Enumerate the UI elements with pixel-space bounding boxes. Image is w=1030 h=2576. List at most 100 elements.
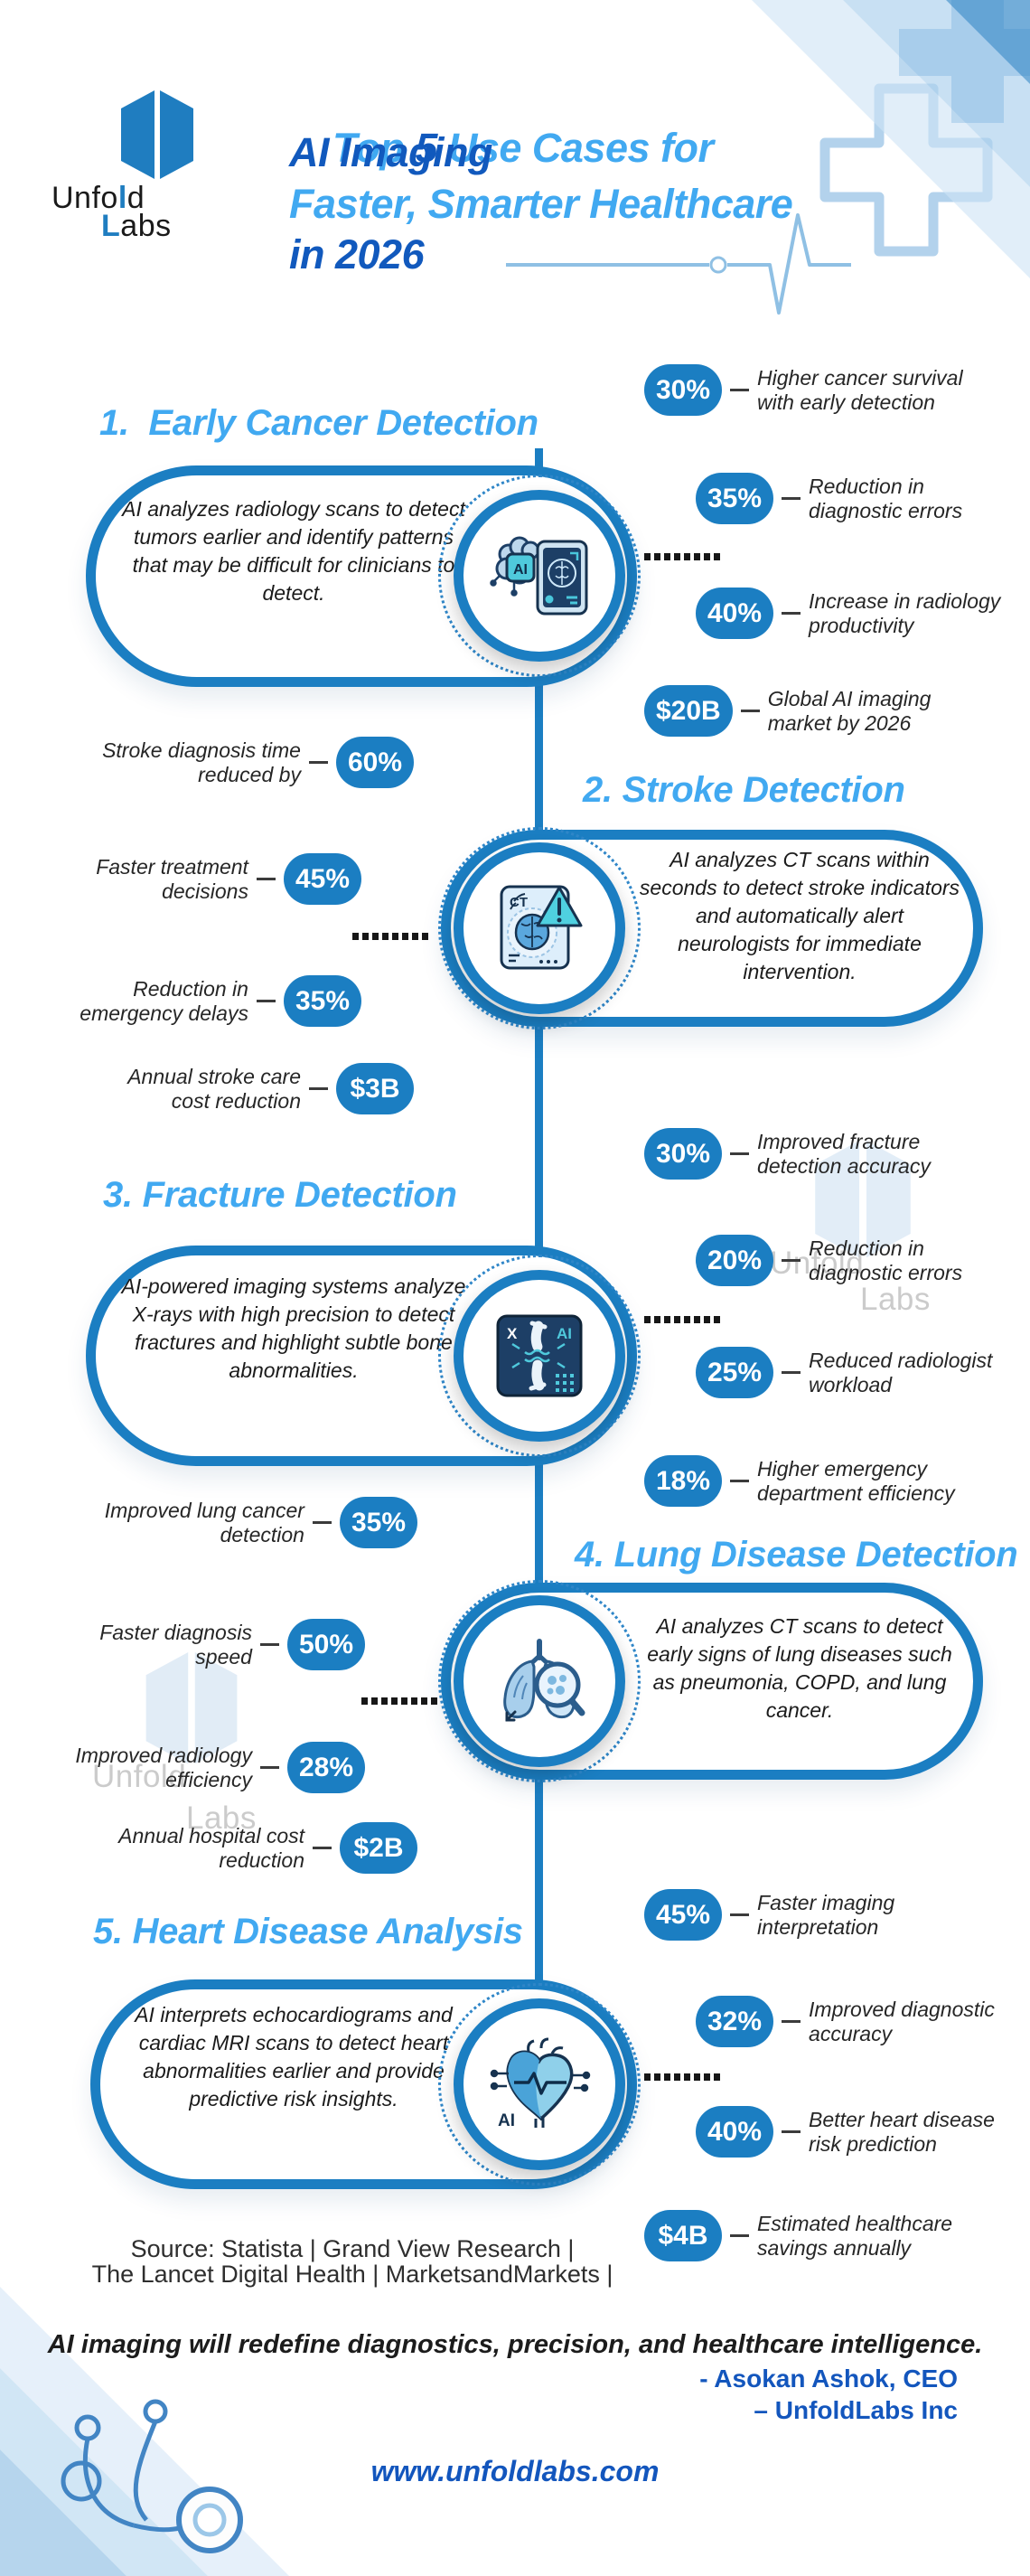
stat-badge: $20B bbox=[644, 685, 733, 737]
ct-scan-alert-icon: CT bbox=[500, 885, 583, 970]
source-citation: Source: Statista | Grand View Research |… bbox=[36, 2236, 669, 2287]
section-description: AI interprets echocardiograms and cardia… bbox=[135, 2003, 453, 2111]
source-line2: The Lancet Digital Health | MarketsandMa… bbox=[91, 2261, 613, 2288]
stat-dash bbox=[782, 497, 801, 500]
stat-badge: 35% bbox=[339, 1497, 417, 1548]
stat-badge: 35% bbox=[696, 473, 774, 524]
ceo-quote: AI imaging will redefine diagnostics, pr… bbox=[47, 2330, 983, 2359]
svg-text:AI: AI bbox=[557, 1325, 572, 1342]
stat-badge: 40% bbox=[696, 2106, 774, 2158]
logo-wordmark-labs: Labs bbox=[101, 209, 172, 244]
stat-dash bbox=[782, 2130, 801, 2133]
section-description: AI analyzes CT scans to detect early sig… bbox=[647, 1614, 952, 1722]
stat-label: Improved radiology efficiency bbox=[75, 1743, 252, 1791]
stat-dash bbox=[740, 710, 760, 712]
stat-badge: $2B bbox=[340, 1822, 417, 1874]
stat-dash bbox=[309, 1087, 328, 1090]
dotted-connector bbox=[644, 2073, 722, 2081]
page-title-line3: Faster, Smarter Healthcare bbox=[289, 181, 793, 227]
logo-bar-l: l bbox=[117, 181, 127, 215]
svg-text:AI: AI bbox=[513, 562, 528, 578]
section-description: AI analyzes radiology scans to detect tu… bbox=[122, 497, 465, 605]
logo-text: abs bbox=[120, 209, 172, 243]
node-circle: AI bbox=[454, 1998, 625, 2170]
stat-label: Faster diagnosis speed bbox=[99, 1620, 252, 1669]
stat-badge: 40% bbox=[696, 588, 774, 639]
stat-label: Reduction in diagnostic errors bbox=[809, 474, 963, 522]
svg-text:CT: CT bbox=[510, 895, 528, 910]
unfoldlabs-logo-icon bbox=[121, 90, 193, 179]
timeline-spine bbox=[535, 1775, 543, 1985]
stat-label: Reduction in emergency delays bbox=[80, 976, 248, 1025]
source-line1: Source: Statista | Grand View Research | bbox=[130, 2235, 575, 2262]
stat-badge: 20% bbox=[696, 1235, 774, 1286]
stat-row: 40% Increase in radiology productivity bbox=[696, 588, 1030, 639]
stat-badge: 35% bbox=[283, 975, 361, 1027]
node-circle: X AI bbox=[454, 1270, 625, 1442]
stat-row: Reduction in emergency delays 35% bbox=[41, 975, 361, 1027]
stat-badge: 45% bbox=[644, 1889, 723, 1941]
ai-brain-tablet-icon: AI bbox=[490, 536, 588, 616]
dotted-connector bbox=[361, 1697, 439, 1705]
stat-dash bbox=[730, 389, 750, 391]
stat-badge: $4B bbox=[644, 2210, 722, 2261]
node-dotted-ring bbox=[438, 475, 641, 677]
stat-badge: 18% bbox=[644, 1455, 723, 1507]
logo-bar-L: L bbox=[101, 209, 121, 243]
stat-row: Annual hospital cost reduction $2B bbox=[83, 1822, 417, 1874]
stat-dash bbox=[730, 1480, 750, 1482]
timeline-spine bbox=[535, 658, 543, 837]
stat-badge: $3B bbox=[336, 1063, 414, 1114]
stat-row: Faster treatment decisions 45% bbox=[68, 853, 361, 905]
node-dotted-ring bbox=[438, 1983, 641, 2186]
title-segment: Use Cases for bbox=[436, 125, 714, 171]
stat-row: $20B Global AI imaging market by 2026 bbox=[644, 685, 967, 737]
section-description: AI-powered imaging systems analyze X-ray… bbox=[121, 1274, 466, 1382]
stat-dash bbox=[259, 1766, 279, 1769]
dotted-connector bbox=[644, 1316, 722, 1323]
stat-row: 30% Improved fracture detection accuracy bbox=[644, 1128, 960, 1180]
stat-label: Annual hospital cost reduction bbox=[118, 1823, 304, 1872]
stat-dash bbox=[730, 1152, 750, 1155]
stat-label: Improved fracture detection accuracy bbox=[757, 1129, 931, 1178]
timeline-spine bbox=[535, 1439, 543, 1589]
node-dotted-ring bbox=[438, 1580, 641, 1782]
stat-dash bbox=[259, 1643, 279, 1646]
stat-label: Reduced radiologist workload bbox=[809, 1348, 993, 1396]
section-heading-heart-disease-analysis: 5. Heart Disease Analysis bbox=[93, 1912, 523, 1951]
stat-label: Global AI imaging market by 2026 bbox=[767, 686, 932, 735]
section-description: AI analyzes CT scans within seconds to d… bbox=[639, 848, 960, 983]
logo-text: Unfo bbox=[52, 181, 118, 215]
attribution-ceo: - Asokan Ashok, CEO bbox=[699, 2364, 958, 2393]
website-link[interactable]: www.unfoldlabs.com bbox=[370, 2455, 660, 2487]
stethoscope-stripes-decoration bbox=[0, 2287, 289, 2576]
stat-row: 40% Better heart disease risk prediction bbox=[696, 2106, 1021, 2158]
stat-label: Better heart disease risk prediction bbox=[809, 2107, 995, 2156]
dotted-connector bbox=[352, 933, 430, 940]
stat-label: Faster treatment decisions bbox=[96, 854, 248, 903]
stat-label: Reduction in diagnostic errors bbox=[809, 1236, 963, 1284]
section-heading-stroke-detection: 2. Stroke Detection bbox=[583, 770, 905, 810]
section-heading-early-cancer-detection: 1. Early Cancer Detection bbox=[99, 403, 538, 443]
attribution-company: – UnfoldLabs Inc bbox=[754, 2396, 958, 2424]
stat-row: 32% Improved diagnostic accuracy bbox=[696, 1996, 1025, 2047]
stat-label: Estimated healthcare savings annually bbox=[757, 2211, 953, 2260]
stat-row: 30% Higher cancer survival with early de… bbox=[644, 364, 988, 416]
stat-badge: 32% bbox=[696, 1996, 774, 2047]
svg-text:AI: AI bbox=[498, 2111, 515, 2130]
stat-row: Improved radiology efficiency 28% bbox=[40, 1742, 365, 1793]
stat-badge: 60% bbox=[335, 737, 414, 788]
title-segment: 5 bbox=[415, 125, 437, 171]
stat-badge: 45% bbox=[283, 853, 361, 905]
watermark-text: Labs bbox=[860, 1282, 931, 1317]
stat-label: Higher emergency department efficiency bbox=[757, 1456, 955, 1505]
stat-label: Increase in radiology productivity bbox=[809, 588, 1001, 637]
stat-row: 45% Faster imaging interpretation bbox=[644, 1889, 938, 1941]
stat-label: Higher cancer survival with early detect… bbox=[757, 365, 963, 414]
stat-dash bbox=[256, 1000, 276, 1002]
stat-badge: 30% bbox=[644, 364, 723, 416]
lungs-magnifier-icon bbox=[503, 1639, 585, 1722]
stat-badge: 25% bbox=[696, 1347, 774, 1398]
svg-text:X: X bbox=[507, 1325, 518, 1342]
node-circle: CT bbox=[454, 842, 625, 1014]
